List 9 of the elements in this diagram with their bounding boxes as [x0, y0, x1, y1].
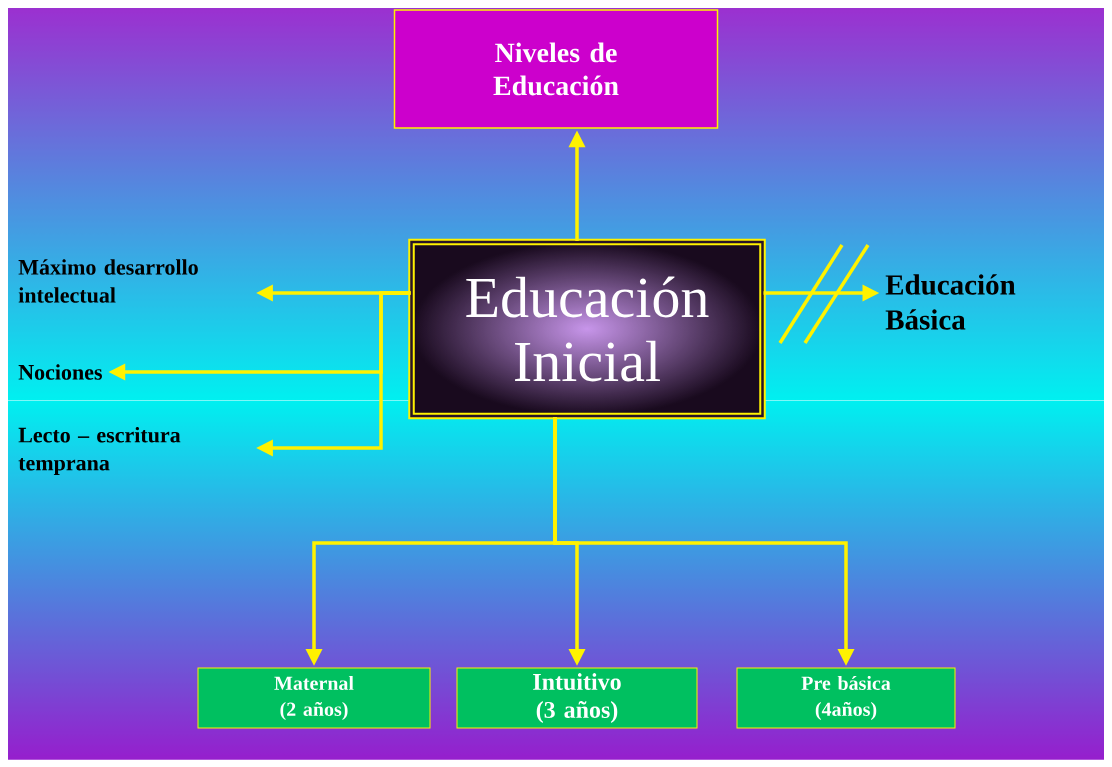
branch-label: Nociones	[18, 364, 102, 380]
level-box: Maternal (2 años)	[197, 667, 431, 729]
central-box: Educación Inicial	[408, 238, 766, 420]
branch-label: Lecto – escritura temprana	[18, 427, 181, 475]
level-box: Pre básica (4años)	[736, 667, 956, 729]
title-box: Niveles de Educación	[393, 9, 719, 129]
level-box: Intuitivo (3 años)	[456, 667, 698, 729]
branch-label: Máximo desarrollo intelectual	[18, 259, 198, 303]
branch-label: Educación Básica	[885, 274, 1016, 330]
